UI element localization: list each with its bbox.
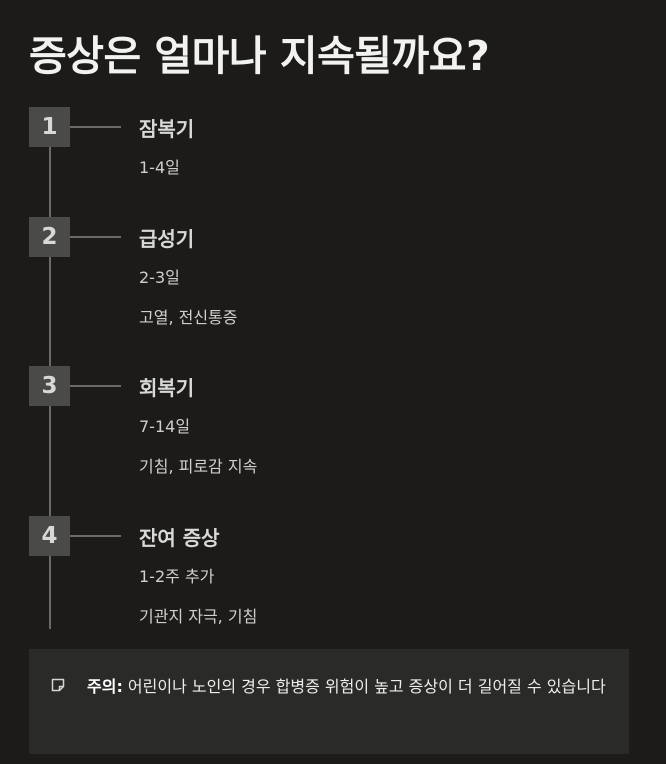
duration-timeline: 1 잠복기 1-4일 2 급성기 2-3일 고열, 전신통증 3 회복기 7-1… [29, 107, 258, 629]
caution-label: 주의: [87, 677, 123, 696]
step-phase-label: 잠복기 [139, 117, 195, 141]
step-duration: 1-4일 [139, 158, 180, 177]
note-icon [51, 678, 65, 692]
caution-message: 어린이나 노인의 경우 합병증 위험이 높고 증상이 더 길어질 수 있습니다 [122, 677, 606, 696]
step-number-badge: 4 [29, 516, 70, 556]
step-connector-line [70, 236, 121, 238]
step-duration: 1-2주 추가 [139, 567, 215, 586]
step-symptoms: 고열, 전신통증 [139, 308, 238, 327]
step-connector-line [70, 385, 121, 387]
step-symptoms: 기관지 자극, 기침 [139, 607, 258, 626]
step-number-badge: 2 [29, 217, 70, 257]
step-phase-label: 급성기 [139, 227, 195, 251]
step-number-badge: 1 [29, 107, 70, 147]
caution-text: 주의: 어린이나 노인의 경우 합병증 위험이 높고 증상이 더 길어질 수 있… [87, 673, 607, 701]
step-connector-line [70, 535, 121, 537]
caution-callout: 주의: 어린이나 노인의 경우 합병증 위험이 높고 증상이 더 길어질 수 있… [29, 649, 629, 754]
page-title: 증상은 얼마나 지속될까요? [29, 32, 490, 80]
step-phase-label: 잔여 증상 [139, 526, 220, 550]
step-connector-line [70, 126, 121, 128]
step-phase-label: 회복기 [139, 376, 195, 400]
step-symptoms: 기침, 피로감 지속 [139, 457, 258, 476]
step-duration: 7-14일 [139, 417, 191, 436]
step-duration: 2-3일 [139, 268, 180, 287]
step-number-badge: 3 [29, 366, 70, 406]
